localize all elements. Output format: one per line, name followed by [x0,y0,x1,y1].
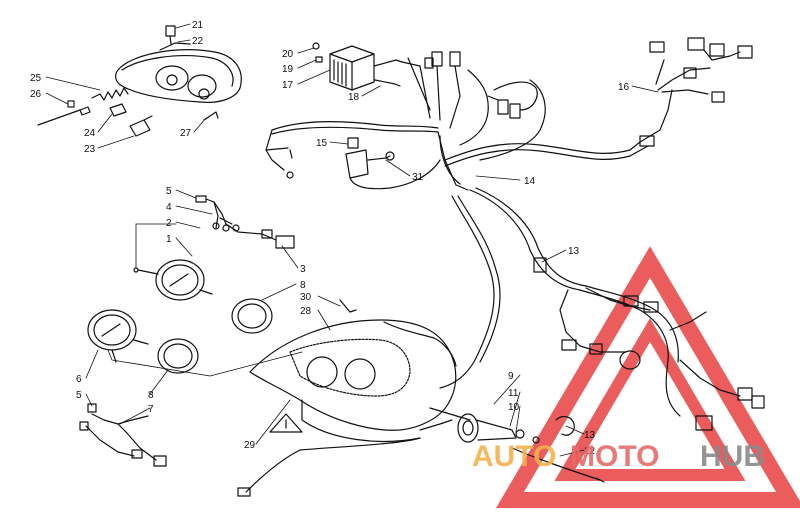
callout-17: 17 [282,80,294,91]
dash-panel [249,299,457,442]
callout-13-lower: 13 [584,430,596,441]
callout-18: 18 [348,92,360,103]
watermark-hub: HUB [700,440,765,473]
regulator-module [312,42,403,91]
callout-29: 29 [244,440,256,451]
callout-28: 28 [300,306,312,317]
callout-8-lower: 8 [148,390,154,401]
callout-25: 25 [30,73,42,84]
callout-3: 3 [300,264,306,275]
watermark-triangle [496,246,800,508]
callout-9: 9 [508,371,514,382]
callout-16: 16 [618,82,630,93]
speedometer-gauge [79,309,199,467]
headlight-assembly [37,25,242,137]
callout-12: 12 [584,446,596,457]
callout-26: 26 [30,89,42,100]
callout-31: 31 [412,172,424,183]
control-module-15 [345,137,441,190]
main-wiring-harness [265,37,765,431]
callout-1: 1 [166,234,172,245]
callout-2: 2 [166,218,172,229]
callout-11: 11 [508,388,519,399]
callout-20: 20 [282,49,294,60]
callout-6: 6 [76,374,82,385]
callout-15: 15 [316,138,328,149]
warning-label [269,413,303,433]
callout-14: 14 [524,176,536,187]
callout-24: 24 [84,128,96,139]
callout-30: 30 [300,292,312,303]
tachometer-gauge [133,195,295,334]
watermark-moto: MOTO [570,440,659,473]
callout-23: 23 [84,144,96,155]
leader-lines [45,23,659,457]
callout-labels: 21 22 25 26 24 23 27 20 19 17 18 15 31 1… [30,20,630,457]
callout-7: 7 [148,404,154,415]
watermark-text: AUTO MOTO HUB [472,440,765,473]
callout-5-top: 5 [166,186,172,197]
speed-sensor [237,407,605,497]
callout-13-upper: 13 [568,246,580,257]
watermark-auto: AUTO [472,440,556,473]
callout-4: 4 [166,202,172,213]
callout-10: 10 [508,402,520,413]
callout-27: 27 [180,128,192,139]
callout-5-lower: 5 [76,390,82,401]
callout-8-top: 8 [300,280,306,291]
callout-22: 22 [192,36,204,47]
callout-21: 21 [192,20,204,31]
callout-19: 19 [282,64,294,75]
